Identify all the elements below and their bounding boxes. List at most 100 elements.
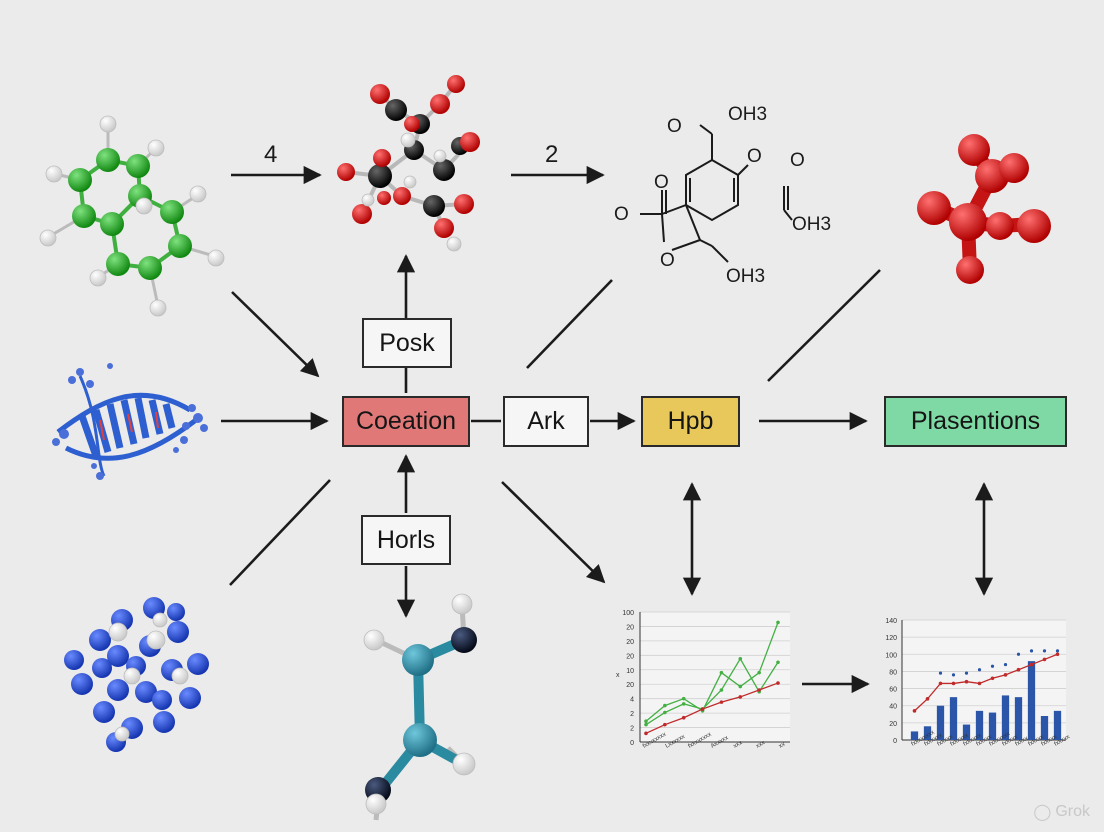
node-ark: Ark xyxy=(503,396,589,447)
chart2-line-point xyxy=(1055,652,1060,657)
atom-cluster xyxy=(64,597,209,752)
chart2-line-point xyxy=(912,709,917,713)
chart1-point xyxy=(663,722,667,727)
chart2-marker xyxy=(977,668,982,672)
chart2-series-line xyxy=(914,653,1058,712)
line-cluster-to-coeation xyxy=(229,479,331,586)
chart1-ytick-label: 20 xyxy=(626,639,634,646)
connectors xyxy=(221,165,994,694)
chart2-bar xyxy=(910,731,919,740)
grok-logo-icon: ◯ xyxy=(1033,804,1052,821)
chart2-marker xyxy=(1029,649,1034,653)
svg-text:O: O xyxy=(654,172,669,193)
chart2-marker xyxy=(990,664,995,668)
chart1-point xyxy=(681,696,686,701)
chart2-bar xyxy=(1040,716,1049,740)
benzene-molecule xyxy=(39,115,225,317)
chart2-line-point xyxy=(977,681,982,686)
svg-text:O: O xyxy=(790,150,805,171)
chart2-bar xyxy=(1001,695,1010,740)
chart1-plot-area xyxy=(640,612,790,742)
svg-text:O: O xyxy=(747,146,762,167)
chart1-xtick-label: xx xyxy=(778,742,786,750)
svg-text:OH3: OH3 xyxy=(792,214,831,235)
chart2-line-point xyxy=(938,681,943,686)
chart1-ytick-label: 2 xyxy=(630,711,634,718)
watermark: ◯ Grok xyxy=(1033,802,1090,822)
chart1-series-line xyxy=(645,657,779,726)
edge-label-2: 2 xyxy=(545,141,558,168)
chart1-point xyxy=(719,700,724,704)
chart1-ytick-label: 20 xyxy=(626,682,634,689)
chart2-ytick-label: 100 xyxy=(885,652,897,659)
dna-helix xyxy=(52,363,208,480)
chart2-ytick-label: 80 xyxy=(889,669,897,676)
node-horls: Horls xyxy=(361,515,451,565)
structural-formula xyxy=(640,124,793,263)
chart2-bar xyxy=(975,710,984,740)
chart2-bar xyxy=(962,724,971,740)
chart1-point xyxy=(663,710,667,715)
small-molecule xyxy=(363,593,477,821)
chart1-point xyxy=(738,684,743,689)
chart2-line-point xyxy=(1016,667,1021,672)
chart1-point xyxy=(776,660,780,665)
chart1-ytick-label: 20 xyxy=(626,624,634,631)
watermark-text: Grok xyxy=(1055,803,1090,820)
chart1-point xyxy=(700,707,705,711)
chart1-ytick-label: 10 xyxy=(626,668,634,675)
chart1-point xyxy=(681,702,686,706)
node-plasentions: Plasentions xyxy=(884,396,1067,447)
node-posk: Posk xyxy=(362,318,452,368)
chart1-point xyxy=(644,719,648,723)
chart1-ytick-label: 2 xyxy=(630,726,634,733)
chart2-marker xyxy=(1042,649,1047,653)
chart1-ytick-label: 20 xyxy=(626,653,634,660)
chart2-ytick-label: 20 xyxy=(889,721,897,728)
line-ark-to-formula xyxy=(526,279,613,369)
chart2-bar xyxy=(949,697,958,740)
chart1-xtick-label: xxx xyxy=(733,740,744,750)
chart2-line-point xyxy=(925,697,930,701)
chart2-marker xyxy=(1016,652,1021,656)
structural-formula-labels: O OH3 O O O O OH3 O OH3 xyxy=(614,104,831,287)
arrow-coeation-to-chart1 xyxy=(501,481,606,584)
red-molecule xyxy=(917,134,1051,284)
chart2-line-point xyxy=(1003,673,1008,677)
node-hpb: Hpb xyxy=(641,396,740,447)
chart1-point xyxy=(776,620,780,625)
svg-text:O: O xyxy=(667,116,682,137)
chart2-line-point xyxy=(964,679,969,684)
chart1-point xyxy=(776,681,780,685)
chart2-marker xyxy=(938,671,943,675)
chart2-bar xyxy=(923,726,932,740)
chart2-marker xyxy=(951,673,956,677)
chart1-point xyxy=(719,670,724,675)
chart1-point xyxy=(681,715,686,720)
oxygen-rich-molecule xyxy=(337,75,480,252)
chart2-bar xyxy=(1014,697,1023,740)
svg-text:OH3: OH3 xyxy=(728,104,767,125)
chart1-series-line xyxy=(645,622,779,722)
chart2-line-point xyxy=(1042,657,1047,662)
chart2-line-point xyxy=(990,676,995,681)
chart1-point xyxy=(738,695,743,699)
chart2-ytick-label: 120 xyxy=(885,635,897,642)
chart2-bar xyxy=(988,712,997,740)
svg-text:O: O xyxy=(614,204,629,225)
chart2-ytick-label: 140 xyxy=(885,618,897,625)
chart1-ytick-label: 100 xyxy=(622,610,634,617)
chart1-point xyxy=(738,657,743,661)
chart1-point xyxy=(663,703,667,708)
chart2-ytick-label: 0 xyxy=(893,738,897,745)
chart1-point xyxy=(757,688,761,692)
chart2-bar xyxy=(1027,661,1036,740)
chart1-point xyxy=(644,722,648,727)
chart2-bar xyxy=(1053,710,1062,740)
svg-text:O: O xyxy=(660,250,675,271)
chart1-series-line xyxy=(645,682,779,734)
chart2-line-point xyxy=(951,681,956,686)
chart1-ytick-label: 0 xyxy=(630,740,634,747)
